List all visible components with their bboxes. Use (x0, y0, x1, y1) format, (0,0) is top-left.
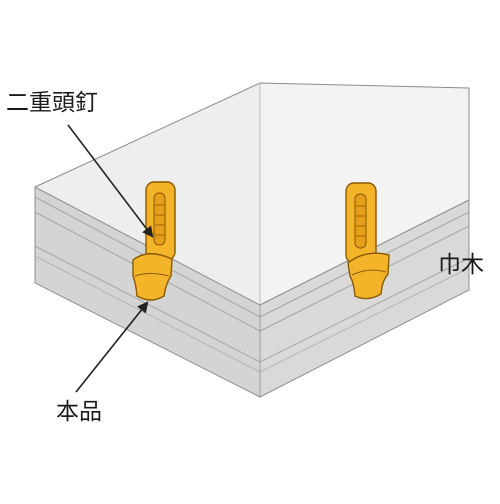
product-arrow (75, 301, 149, 393)
clip-left (132, 181, 176, 301)
nail-arrow (67, 124, 154, 238)
clip-right (345, 182, 390, 300)
product-label: 本品 (56, 399, 102, 425)
baseboard-label: 巾木 (438, 252, 484, 278)
nail-label: 二重頭釘 (6, 90, 98, 116)
